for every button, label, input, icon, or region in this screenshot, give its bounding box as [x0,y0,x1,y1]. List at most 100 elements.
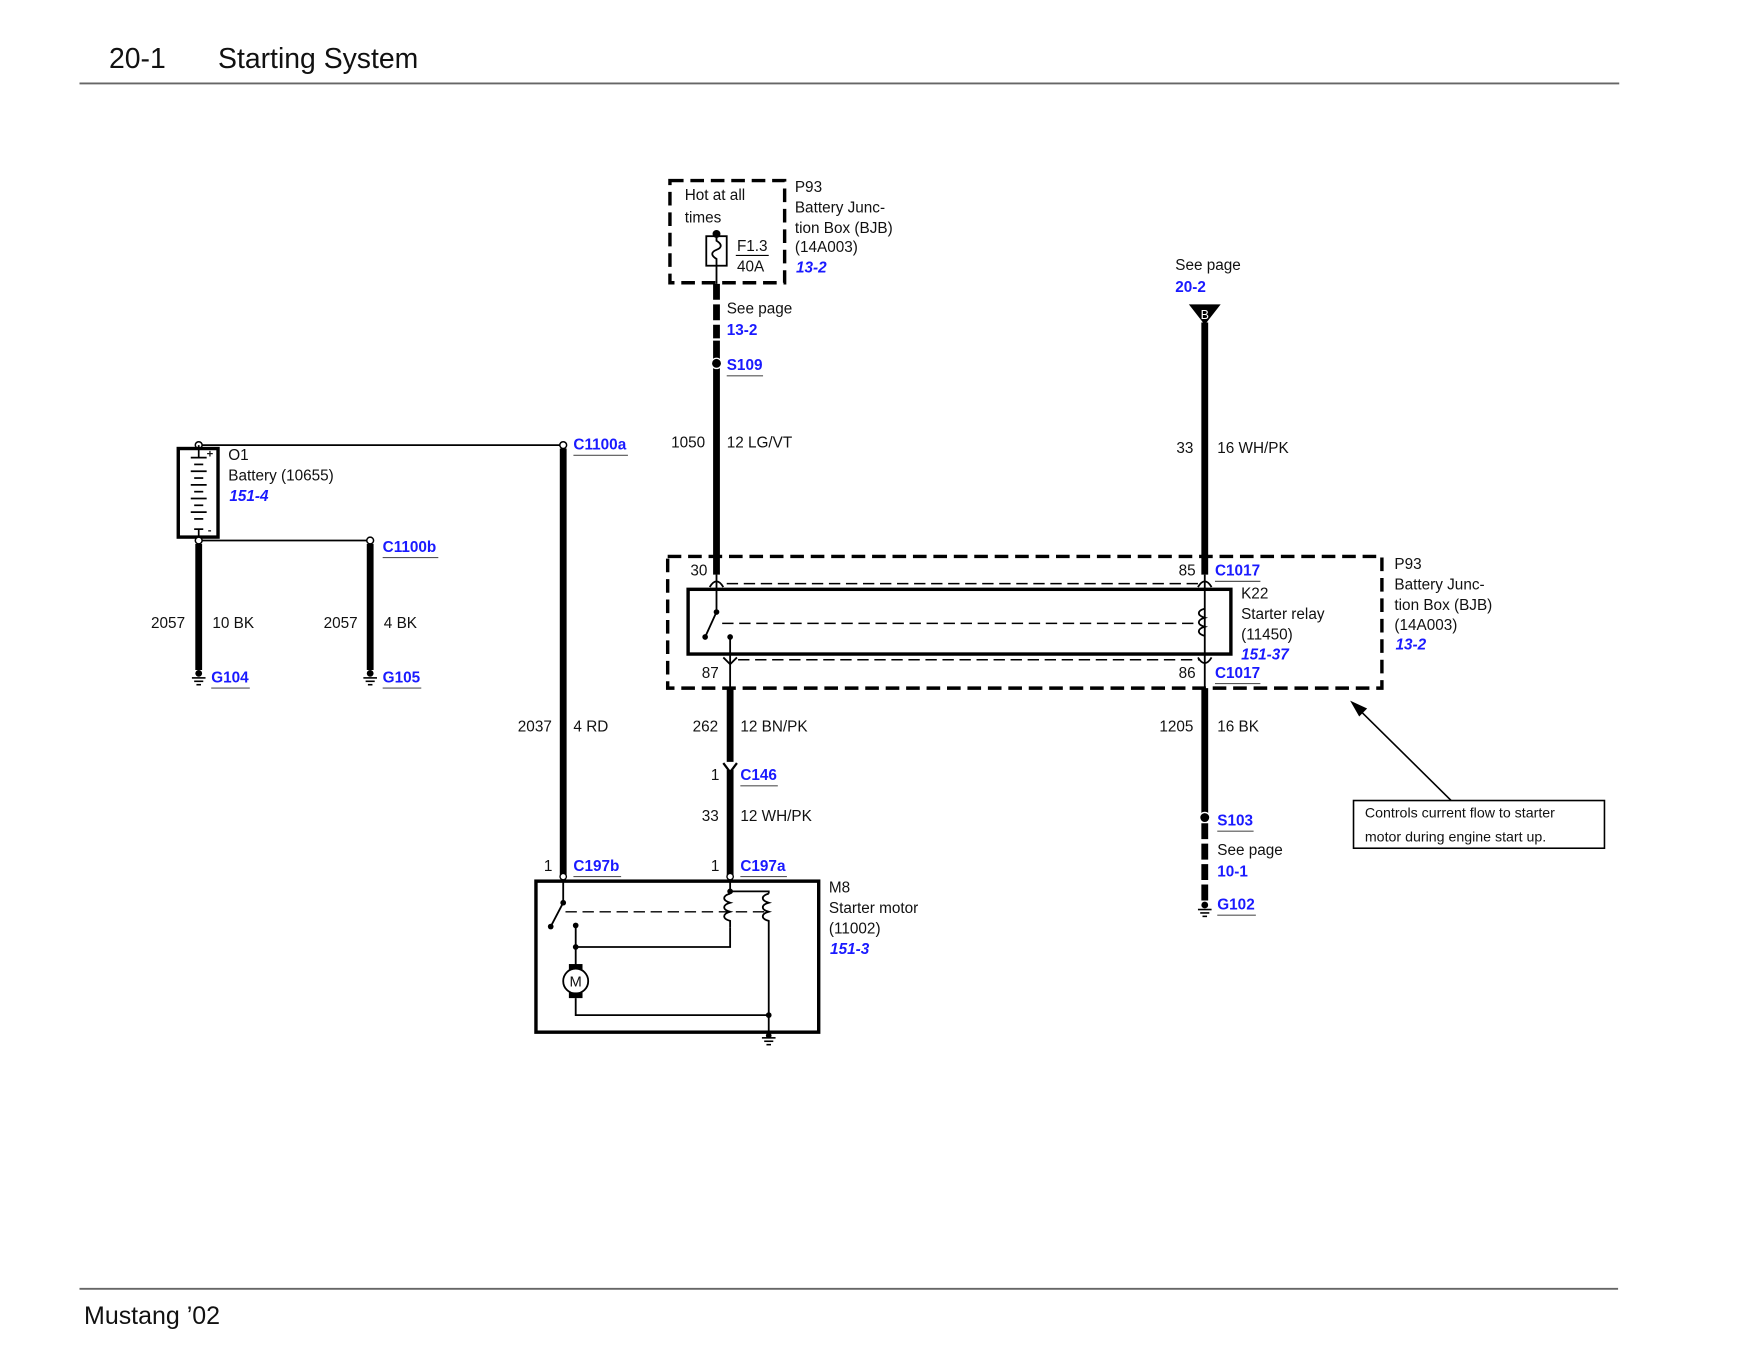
battery-icon [176,446,220,539]
starter-relay-k22-box [686,587,1233,656]
relay-pin87: 87 [702,665,719,682]
c1100b-node [366,536,375,545]
bjb-top-name-2: tion Box (BJB) [795,220,893,237]
splice-s109-dot [710,357,723,370]
connector-b-icon [1188,304,1221,325]
fuse-box-outline [668,178,787,285]
wire-1050-gauge-color: 12 LG/VT [727,434,793,451]
hold-in-coil-icon [761,892,773,1036]
battery-ref-link[interactable]: 151-4 [229,488,269,505]
starter-id: M8 [829,880,850,897]
see-page-fuse-link[interactable]: 13-2 [727,322,758,339]
wire-2057b-gauge-color: 4 BK [384,615,418,632]
hold-in-coil-lead [730,890,770,894]
pin86-crossover-icon [1197,656,1213,665]
ground-g104-link[interactable]: G104 [211,669,249,686]
wire-1205-gauge-color: 16 BK [1217,718,1259,735]
relay-pin85: 85 [1179,563,1196,580]
c146-pin: 1 [711,767,720,784]
bjb-right-id: P93 [1394,556,1421,573]
bjb-right-name-2: tion Box (BJB) [1394,597,1492,614]
relay-id: K22 [1241,585,1268,602]
wire-33-top-circuit: 33 [1176,440,1193,457]
relay-part: (11450) [1241,626,1293,643]
page-title: Starting System [218,43,418,75]
wire-1050-circuit: 1050 [671,434,705,451]
connector-c146-link[interactable]: C146 [740,767,777,784]
pull-in-coil-return [575,927,732,948]
ground-g105-icon [363,669,377,686]
see-page-ground-label: See page [1217,842,1283,859]
pull-in-coil-icon [723,892,734,928]
splice-s103-dot [1198,811,1211,824]
connector-b-letter: B [1201,308,1209,322]
callout-box [1352,799,1606,850]
c197a-pin: 1 [711,858,720,875]
bjb-right-name-1: Battery Junc- [1394,576,1484,593]
wire-2057b-circuit: 2057 [324,615,358,632]
page-number: 20-1 [109,43,166,75]
bjb-top-ref-link[interactable]: 13-2 [796,260,827,277]
fuse-box-label-2: times [685,210,722,227]
ground-g105-link[interactable]: G105 [383,669,421,686]
starter-part: (11002) [829,920,881,937]
connector-c197a-link[interactable]: C197a [740,858,786,875]
callout-line-1: Controls current flow to starter [1365,806,1555,822]
connector-c1100b-link[interactable]: C1100b [383,539,437,556]
see-page-fuse-label: See page [727,300,793,317]
battery-minus: - [208,525,212,537]
connector-c1017-top-link[interactable]: C1017 [1215,563,1260,580]
motor-brush-bottom [568,992,583,999]
relay-pin30: 30 [690,563,707,580]
motor-ground-return [574,998,769,1017]
wire-2037-circuit: 2037 [518,718,552,735]
relay-switch-icon [704,611,718,638]
callout-line-2: motor during engine start up. [1365,829,1546,845]
relay-coil-icon [1197,607,1209,637]
bjb-right-ref-link[interactable]: 13-2 [1396,637,1427,654]
ground-g104-icon [191,669,206,686]
fuse-box-label-1: Hot at all [685,187,745,204]
callout-arrowhead-icon [1350,700,1368,717]
solenoid-switch-icon [549,902,565,927]
c1100a-node [559,440,568,450]
motor-letter: M [570,975,582,991]
motor-brush-top [568,964,583,970]
pin85-crossover-icon [1197,580,1213,588]
bjb-relay-outline [665,554,1384,690]
bjb-right-part: (14A003) [1394,617,1457,634]
splice-s109-link[interactable]: S109 [727,357,763,374]
battery-name: Battery (10655) [228,467,334,484]
connector-c1017-bottom-link[interactable]: C1017 [1215,665,1260,682]
ground-g102-link[interactable]: G102 [1217,897,1254,914]
ground-junction [765,1012,772,1018]
wire-262-gauge-color: 12 BN/PK [740,718,808,735]
wire-33-bottom-gauge-color: 12 WH/PK [740,808,812,825]
see-page-b-label: See page [1175,257,1241,274]
c197a-node [726,872,734,881]
relay-switch-contact [702,634,708,640]
wire-2037-gauge-color: 4 RD [573,718,608,735]
see-page-ground-link[interactable]: 10-1 [1217,864,1248,881]
connector-c1100a-link[interactable]: C1100a [573,437,626,454]
battery-plus: + [207,449,214,461]
starter-motor-box [534,879,821,1034]
splice-s103-link[interactable]: S103 [1217,813,1253,830]
solenoid-switch-contact [547,923,554,930]
see-page-b-link[interactable]: 20-2 [1175,279,1206,296]
battery-neg-node [194,536,203,545]
callout-arrow-line [1357,707,1452,802]
fuse-icon [705,233,728,284]
wire-1205-circuit: 1205 [1159,718,1193,735]
footer-vehicle: Mustang ’02 [84,1302,220,1330]
starter-ground-icon [761,1032,776,1046]
wire-2057a-gauge-color: 10 BK [212,615,254,632]
wire-2057a-circuit: 2057 [151,615,185,632]
relay-ref-link[interactable]: 151-37 [1241,647,1290,664]
starter-ref-link[interactable]: 151-3 [830,941,870,958]
battery-cells-icon [190,445,207,541]
connector-c197b-link[interactable]: C197b [573,858,619,875]
fuse-rating: 40A [737,258,765,275]
